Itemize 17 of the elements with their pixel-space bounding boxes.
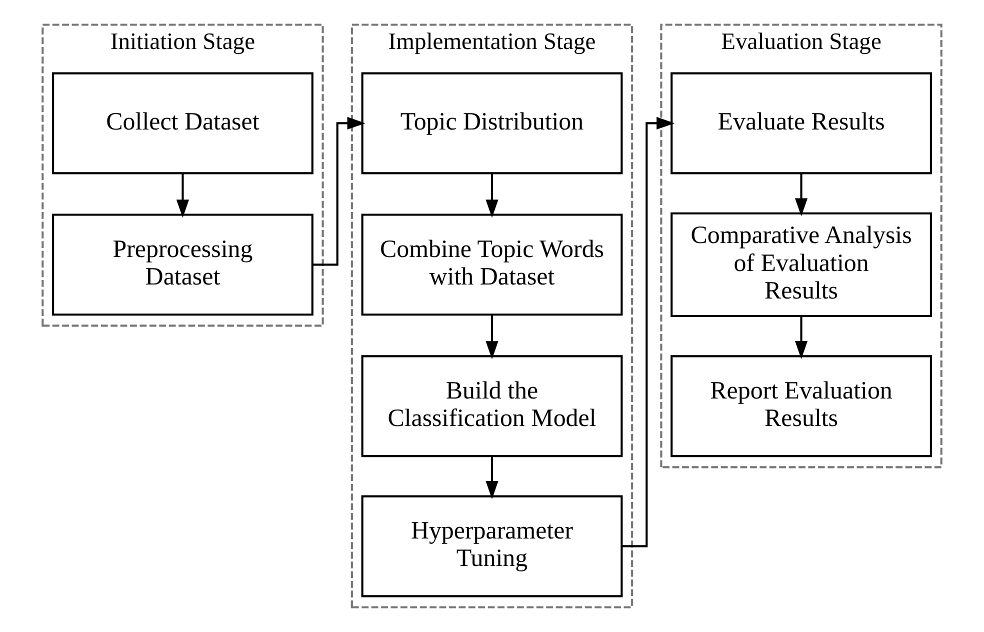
node-box: Collect Dataset	[52, 72, 314, 174]
node-box: Build the Classification Model	[361, 355, 623, 458]
arrow	[794, 316, 808, 360]
arrow	[622, 116, 675, 548]
arrow	[794, 174, 808, 216]
node-box: Comparative Analysis of Evaluation Results	[670, 212, 932, 318]
arrow	[312, 116, 366, 266]
arrow	[486, 456, 498, 500]
node-box: Combine Topic Words with Dataset	[361, 214, 623, 316]
node-box: Hyperparameter Tuning	[361, 495, 623, 598]
arrow	[176, 174, 190, 218]
node-box: Evaluate Results	[670, 72, 932, 174]
arrow	[486, 314, 498, 360]
arrow	[486, 174, 498, 218]
node-box: Report Evaluation Results	[670, 355, 932, 458]
node-box: Preprocessing Dataset	[52, 214, 314, 316]
node-box: Topic Distribution	[361, 72, 623, 174]
